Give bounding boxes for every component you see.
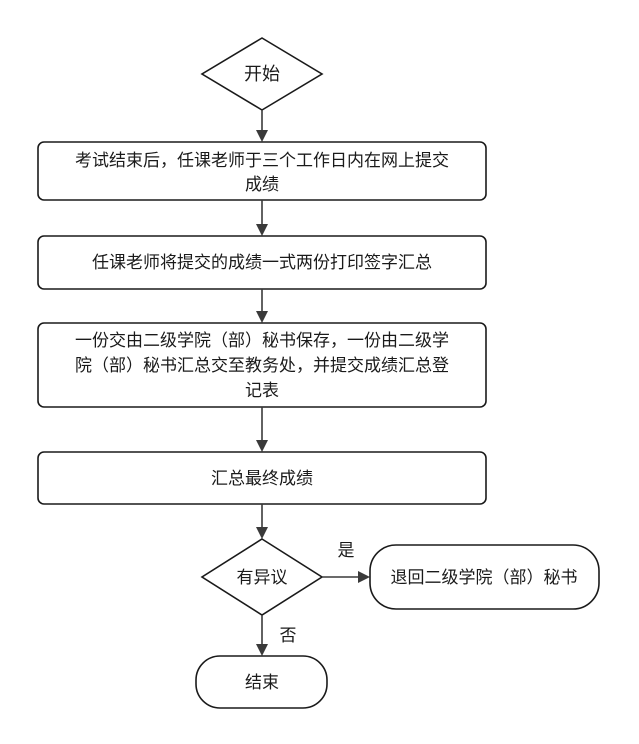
step1-label-line2: 成绩 xyxy=(245,175,279,195)
no-label: 否 xyxy=(280,626,297,646)
decision-label: 有异议 xyxy=(237,568,288,588)
return-label: 退回二级学院（部）秘书 xyxy=(391,568,578,588)
edge-step3-to-step4 xyxy=(256,407,268,452)
arrowhead-icon xyxy=(358,571,370,583)
edge-step4-to-decision xyxy=(256,504,268,539)
end-node: 结束 xyxy=(195,655,328,709)
arrowhead-icon xyxy=(256,224,268,236)
return-node: 退回二级学院（部）秘书 xyxy=(369,544,600,610)
end-box xyxy=(195,655,328,709)
end-label: 结束 xyxy=(245,673,279,693)
edge-decision-to-end: 否 xyxy=(256,615,297,656)
arrowhead-icon xyxy=(256,311,268,323)
arrowhead-icon xyxy=(256,644,268,656)
start-label: 开始 xyxy=(244,64,280,85)
edge-decision-to-return: 是 xyxy=(322,541,370,583)
decision-node: 有异议 xyxy=(200,538,324,616)
arrowhead-icon xyxy=(256,527,268,539)
step3-label-line1: 一份交由二级学院（部）秘书保存，一份由二级学 xyxy=(75,331,449,351)
arrowhead-icon xyxy=(256,130,268,142)
step3-label-line2: 院（部）秘书汇总交至教务处，并提交成绩汇总登 xyxy=(75,356,449,376)
edge-start-to-step1 xyxy=(256,110,268,142)
step4-node: 汇总最终成绩 xyxy=(37,451,487,505)
edge-step1-to-step2 xyxy=(256,200,268,236)
step3-node: 一份交由二级学院（部）秘书保存，一份由二级学 院（部）秘书汇总交至教务处，并提交… xyxy=(37,322,487,408)
yes-label: 是 xyxy=(338,541,355,561)
step1-label-line1: 考试结束后，任课老师于三个工作日内在网上提交 xyxy=(75,151,449,171)
return-box xyxy=(369,544,600,610)
arrowhead-icon xyxy=(256,440,268,452)
step2-label: 任课老师将提交的成绩一式两份打印签字汇总 xyxy=(92,253,432,273)
step3-label-line3: 记表 xyxy=(245,381,279,401)
edge-step2-to-step3 xyxy=(256,289,268,323)
start-node: 开始 xyxy=(200,37,324,111)
step1-node: 考试结束后，任课老师于三个工作日内在网上提交 成绩 xyxy=(37,141,487,201)
step4-label: 汇总最终成绩 xyxy=(211,469,313,489)
step2-node: 任课老师将提交的成绩一式两份打印签字汇总 xyxy=(37,235,487,290)
